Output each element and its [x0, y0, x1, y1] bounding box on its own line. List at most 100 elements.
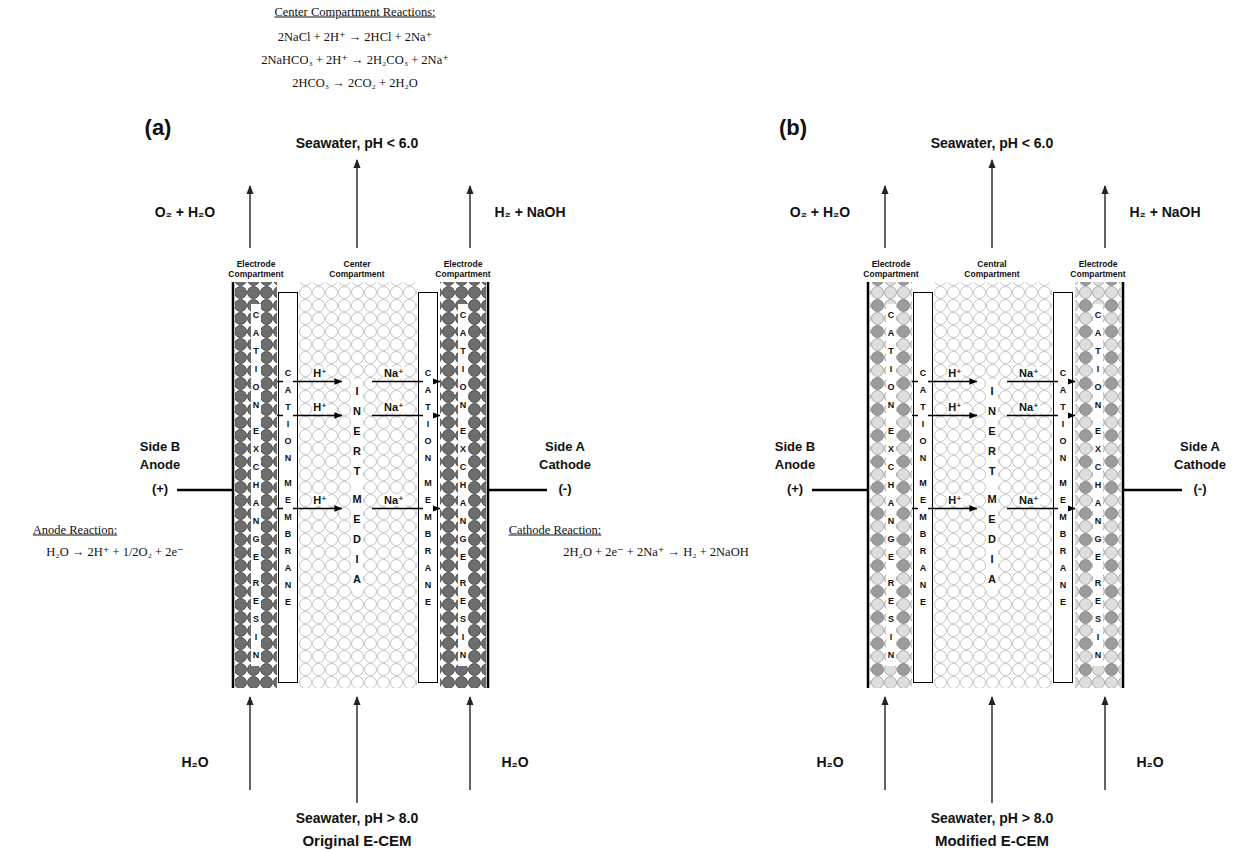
reaction-equation: 2NaHCO₃ + 2H⁺ → 2H₂CO₃ + 2Na⁺ [261, 52, 449, 68]
label-letter: E [459, 548, 466, 566]
label-letter: M [1059, 475, 1067, 492]
compartment-heading: Center Compartment [323, 260, 391, 279]
label-letter: M [919, 475, 927, 492]
label-letter: R [424, 543, 432, 560]
label-letter: C [1059, 365, 1067, 382]
label-letter: E [887, 592, 894, 610]
ion-label: H⁺ [312, 400, 328, 412]
flow-arrow [249, 697, 250, 790]
label-letter: M [352, 489, 361, 509]
label-letter: E [424, 594, 432, 611]
label-letter: N [284, 577, 292, 594]
label-letter: T [424, 399, 432, 416]
label-letter: C [424, 365, 432, 382]
label-letter: S [252, 610, 259, 628]
label-letter: R [284, 543, 292, 560]
ion-label: Na⁺ [1018, 400, 1040, 412]
vertical-label: INERT MEDIA [351, 379, 362, 591]
label-letter [987, 481, 996, 489]
label-letter: A [459, 494, 466, 512]
label-letter: B [919, 526, 927, 543]
reaction-heading: Center Compartment Reactions: [274, 5, 435, 20]
label-letter: E [252, 548, 259, 566]
electrode-polarity: (-) [559, 482, 572, 496]
label-letter: G [459, 530, 466, 548]
label-letter: A [252, 494, 259, 512]
label-letter: C [887, 306, 894, 324]
reaction-equation: 2HCO₃ → 2CO₂ + 2H₂O [292, 76, 418, 91]
label-letter: X [887, 440, 894, 458]
label-letter: I [887, 628, 894, 646]
electrode-compartment: Electrode CompartmentCATION EXCHANGE RES… [870, 282, 912, 688]
label-letter: S [1094, 610, 1101, 628]
label-letter: B [424, 526, 432, 543]
cell-drawing [812, 160, 1182, 803]
label-letter: I [284, 416, 292, 433]
label-letter [459, 566, 466, 574]
label-letter: T [1094, 342, 1101, 360]
label-letter: E [987, 421, 996, 441]
label-letter: N [887, 512, 894, 530]
reaction-equation: 2NaCl + 2H⁺ → 2HCl + 2Na⁺ [278, 29, 432, 45]
label-letter: E [887, 548, 894, 566]
label-letter: E [1094, 548, 1101, 566]
label-letter: A [1059, 382, 1067, 399]
flow-arrow [356, 697, 357, 803]
stream-label: H₂O [501, 754, 528, 770]
label-letter: E [459, 592, 466, 610]
label-letter: I [1059, 416, 1067, 433]
label-letter: N [987, 401, 996, 421]
label-letter: M [919, 509, 927, 526]
label-letter [1094, 414, 1101, 422]
label-letter: C [1094, 458, 1101, 476]
vertical-label: CATION MEMBRANE [423, 363, 433, 613]
electrode-name: Cathode [539, 458, 591, 472]
compartment-heading: Electrode Compartment [1064, 260, 1132, 279]
label-letter: T [1059, 399, 1067, 416]
label-letter: O [1059, 433, 1067, 450]
label-letter: N [424, 577, 432, 594]
ion-label: Na⁺ [383, 400, 405, 412]
center-compartment: Central CompartmentINERT MEDIA [977, 282, 1007, 688]
label-letter: X [459, 440, 466, 458]
label-letter: G [1094, 530, 1101, 548]
ion-label: Na⁺ [1018, 366, 1040, 378]
label-letter: M [424, 509, 432, 526]
label-letter: N [1094, 512, 1101, 530]
label-letter: T [887, 342, 894, 360]
label-letter: N [284, 450, 292, 467]
panel-letter: (b) [779, 115, 807, 141]
label-letter: E [284, 594, 292, 611]
label-letter: A [1094, 324, 1101, 342]
vertical-label: CATION EXCHANGE RESIN [251, 304, 260, 666]
label-letter: T [987, 461, 996, 481]
label-letter: A [284, 382, 292, 399]
label-letter: E [1059, 492, 1067, 509]
label-letter: I [352, 549, 361, 569]
label-letter: I [987, 549, 996, 569]
label-letter: A [1094, 494, 1101, 512]
center-compartment: Center CompartmentINERT MEDIA [342, 282, 372, 688]
label-letter [887, 566, 894, 574]
label-letter: A [919, 560, 927, 577]
label-letter: I [919, 416, 927, 433]
stream-label: O₂ + H₂O [155, 204, 215, 220]
ion-label: H⁺ [312, 493, 328, 505]
electrode-side: Side A [1180, 440, 1220, 454]
label-letter: E [284, 492, 292, 509]
cation-membrane: CATION MEMBRANE [278, 292, 298, 683]
panel-letter: (a) [145, 115, 172, 141]
ion-label: H⁺ [947, 493, 963, 505]
label-letter [1094, 566, 1101, 574]
label-letter: E [1094, 422, 1101, 440]
label-letter: N [252, 646, 259, 664]
label-letter: M [284, 475, 292, 492]
label-letter: M [284, 509, 292, 526]
label-letter [252, 414, 259, 422]
label-letter: R [459, 574, 466, 592]
electrode-name: Anode [140, 458, 180, 472]
label-letter [424, 467, 432, 475]
label-letter: N [1094, 646, 1101, 664]
stream-label: H₂O [1136, 754, 1163, 770]
